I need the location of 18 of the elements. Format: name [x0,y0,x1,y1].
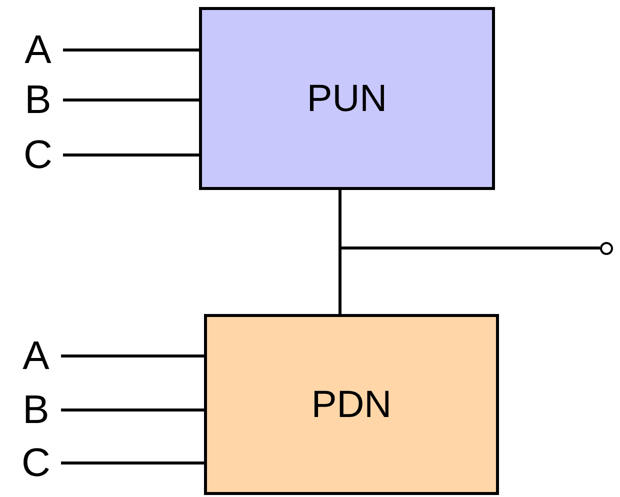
wire [61,408,204,412]
network-block [199,7,495,190]
input-label: A [18,28,58,72]
input-label: A [16,334,56,378]
input-label: C [18,133,58,177]
wire [63,98,199,102]
output-terminal [600,242,613,255]
block-label: PDN [311,386,392,424]
wire [61,354,204,358]
wire [63,154,199,156]
wire [63,48,199,52]
input-label: B [16,388,56,432]
wire [61,462,204,464]
input-label: C [16,441,56,485]
wire [338,246,600,314]
block-label: PUN [306,80,388,118]
network-block [204,314,499,495]
input-label: B [18,78,58,122]
